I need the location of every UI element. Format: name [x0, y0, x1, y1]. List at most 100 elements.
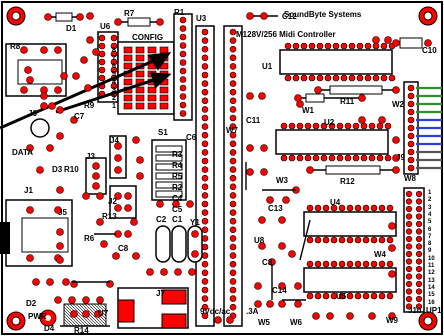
header-pin-number: 8 — [428, 241, 432, 248]
config-pin-number: 6 — [112, 63, 116, 70]
w2-pad — [407, 140, 415, 148]
ref-u5: U5 — [336, 292, 347, 301]
u3-pad — [229, 45, 237, 53]
u2-pad — [352, 122, 360, 130]
ref-c12: C12 — [282, 12, 297, 21]
ref-w5: W5 — [258, 318, 270, 327]
u3-pad — [229, 149, 237, 156]
pcb-pad — [156, 200, 164, 208]
ref-u6: U6 — [100, 22, 111, 31]
pcb-pad — [56, 242, 64, 250]
ref-w2: W2 — [392, 100, 404, 109]
w2-pad — [407, 84, 415, 92]
u1-pad — [372, 42, 380, 50]
ref-c4: C4 — [172, 194, 183, 203]
j7-power-jack — [117, 287, 189, 329]
u3-pad — [229, 88, 237, 96]
u2-pad — [368, 154, 376, 162]
u5-pad — [346, 292, 354, 300]
w2-pad — [407, 132, 415, 140]
pcb-pad — [174, 268, 182, 276]
ref-c11: C11 — [246, 116, 261, 125]
ref-u1: U1 — [262, 62, 273, 71]
s1-segment — [155, 154, 183, 162]
ref-y1: Y1 — [190, 218, 200, 227]
u5-pad — [386, 292, 394, 300]
u6-pad — [98, 66, 106, 74]
j10-pad — [405, 258, 413, 265]
u6-pad — [110, 42, 118, 50]
u3-pad — [229, 114, 237, 122]
u3-pad — [201, 252, 209, 259]
j10-pad — [415, 220, 423, 228]
config-pad — [147, 86, 157, 94]
u1-pad — [340, 42, 348, 50]
u3-pad — [201, 80, 209, 87]
r1-pad — [179, 76, 187, 83]
u2-pad — [328, 154, 336, 162]
ref-j5: J5 — [58, 208, 67, 217]
u6-pad — [98, 50, 106, 58]
ref-c8: C8 — [118, 244, 129, 253]
j10-pad — [415, 258, 423, 265]
j10-pad — [415, 205, 423, 213]
u2-pad — [384, 122, 392, 130]
u2-pad — [344, 122, 352, 130]
mounting-holes — [6, 6, 438, 331]
j10-pad — [415, 228, 423, 235]
u4-pad — [386, 236, 394, 244]
config-pin-number: 2 — [112, 95, 116, 102]
r1-pad — [179, 25, 187, 32]
midi-connector-top — [5, 43, 67, 97]
config-pad — [135, 86, 145, 94]
u3-pad — [201, 192, 209, 199]
u3-pad — [229, 123, 237, 130]
config-pin-number: 7 — [112, 55, 116, 62]
u3-pad — [201, 286, 209, 294]
d1-diode — [44, 12, 84, 22]
u3-pad — [201, 183, 209, 191]
pcb-pad — [56, 186, 64, 194]
j10-pad — [405, 235, 413, 243]
r1-pad — [179, 101, 187, 109]
u2-pad — [304, 122, 312, 130]
u1-pad — [372, 74, 380, 82]
u3-pad — [201, 295, 209, 302]
j10-pad — [415, 265, 423, 273]
u1-pad — [364, 42, 372, 50]
u3-pad — [201, 114, 209, 122]
w8-j10-header — [403, 187, 425, 313]
pcb-pad — [130, 218, 138, 226]
ref-c7: C7 — [74, 112, 85, 121]
u3-pad — [229, 183, 237, 191]
w2-pad — [407, 108, 415, 116]
u6-pad — [98, 58, 106, 66]
u2-pad — [288, 154, 296, 162]
pcb-pad — [146, 268, 154, 276]
pcb-pad — [62, 278, 70, 286]
u3-pad — [201, 217, 209, 225]
u5-pad — [306, 292, 314, 300]
u1-pad — [316, 42, 324, 50]
u3-pad — [201, 140, 209, 148]
u4-pad — [330, 204, 338, 212]
u3-pad — [229, 174, 237, 182]
u1-pad — [380, 42, 388, 50]
pcb-pad — [278, 216, 286, 224]
pcb-pad — [40, 92, 48, 100]
u3-pad — [229, 286, 237, 294]
u6-pad — [98, 34, 106, 42]
pcb-pad — [312, 312, 320, 320]
u3-pad — [229, 217, 237, 225]
j10-pad — [405, 273, 413, 280]
u6-pad — [110, 82, 118, 90]
header-pin-number: 6 — [428, 226, 432, 233]
pcb-pad — [214, 316, 222, 324]
pcb-pad — [172, 200, 180, 208]
pcb-pad — [96, 192, 104, 200]
u3-pad — [229, 252, 237, 259]
u5-pad — [322, 260, 330, 268]
config-pad — [135, 70, 145, 78]
u2-pad — [320, 122, 328, 130]
pcb-pad — [136, 156, 144, 164]
